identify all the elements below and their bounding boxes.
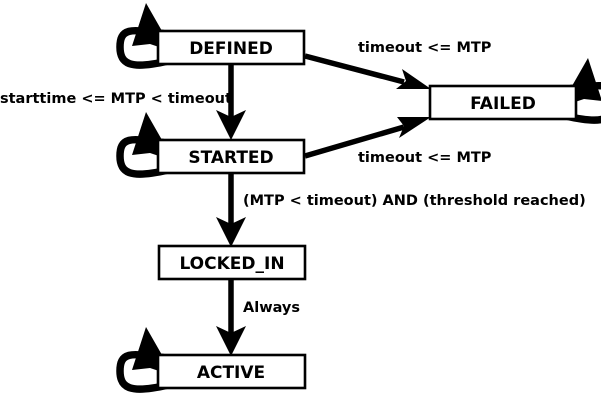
transition-started-to-failed-line xyxy=(304,124,405,159)
transition-started-to-failed-arrowhead xyxy=(397,117,431,138)
transition-defined-to-started-arrowhead xyxy=(216,110,246,140)
edge-label-locked-in-to-active: Always xyxy=(243,300,300,316)
state-label-locked-in: LOCKED_IN xyxy=(179,254,284,274)
state-label-started: STARTED xyxy=(188,148,273,168)
edge-label-started-to-locked-in: (MTP < timeout) AND (threshold reached) xyxy=(243,193,586,209)
transition-defined-to-failed-line xyxy=(304,53,405,85)
edge-label-defined-to-failed: timeout <= MTP xyxy=(358,40,492,56)
state-box-locked-in xyxy=(157,244,307,281)
state-label-failed: FAILED xyxy=(470,94,536,114)
transition-defined-to-failed-arrowhead xyxy=(396,69,431,89)
state-box-started xyxy=(156,138,306,175)
state-node-failed[interactable]: FAILED xyxy=(428,84,578,121)
state-label-defined: DEFINED xyxy=(189,39,273,59)
state-node-defined[interactable]: DEFINED xyxy=(156,29,306,66)
state-node-locked-in[interactable]: LOCKED_IN xyxy=(157,244,307,281)
state-box-defined xyxy=(156,29,306,66)
transition-started-to-failed[interactable] xyxy=(304,117,431,159)
transition-locked-in-to-active[interactable] xyxy=(216,279,246,356)
state-box-active xyxy=(156,353,307,390)
edge-label-started-to-failed: timeout <= MTP xyxy=(358,150,492,166)
transition-defined-to-started[interactable] xyxy=(216,64,246,140)
transition-defined-to-failed[interactable] xyxy=(304,53,431,89)
transition-started-to-locked-in-arrowhead xyxy=(216,217,246,247)
state-box-failed xyxy=(428,84,578,121)
state-label-active: ACTIVE xyxy=(197,363,265,383)
state-node-active[interactable]: ACTIVE xyxy=(156,353,307,390)
edge-label-defined-to-started: starttime <= MTP < timeout xyxy=(0,91,232,107)
transition-locked-in-to-active-arrowhead xyxy=(216,326,246,356)
transition-started-to-locked-in[interactable] xyxy=(216,173,246,247)
state-node-started[interactable]: STARTED xyxy=(156,138,306,175)
